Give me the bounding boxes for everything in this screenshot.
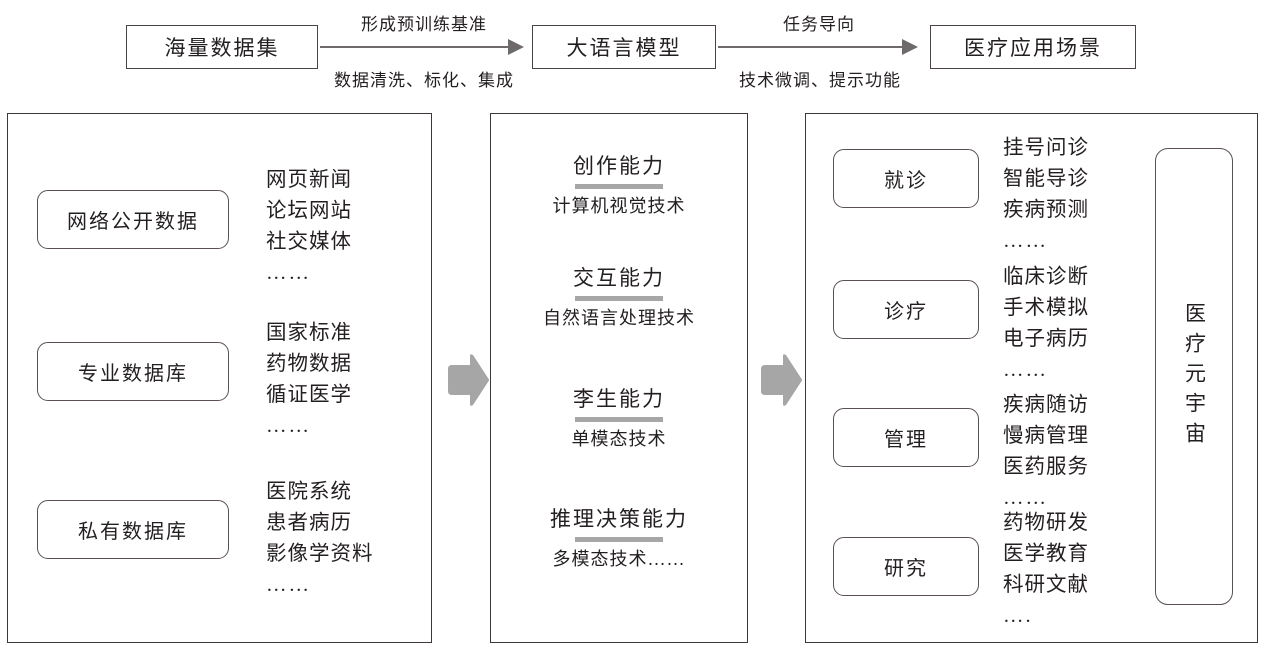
list-item: 患者病历 bbox=[266, 512, 352, 534]
ellipsis: …… bbox=[266, 262, 311, 284]
data-source-capsule-web: 网络公开数据 bbox=[37, 190, 229, 249]
list-item: 疾病随访 bbox=[1003, 394, 1089, 416]
data-source-capsule-web-label: 网络公开数据 bbox=[67, 211, 199, 233]
capabilities-panel bbox=[490, 113, 748, 643]
list-item: 循证医学 bbox=[266, 384, 352, 406]
list-item: 国家标准 bbox=[266, 322, 352, 344]
connector-2-line bbox=[718, 46, 904, 48]
list-item: 医学教育 bbox=[1003, 543, 1089, 565]
connector-2-label-below: 技术微调、提示功能 bbox=[739, 71, 901, 90]
data-source-capsule-professional-label: 专业数据库 bbox=[78, 363, 188, 385]
metaverse-label: 医疗元宇宙 bbox=[1182, 301, 1207, 452]
block-arrow-2 bbox=[761, 354, 802, 406]
scenario-capsule-diagnosis-label: 诊疗 bbox=[884, 301, 928, 323]
data-source-capsule-private-label: 私有数据库 bbox=[78, 521, 188, 543]
connector-1-label-above: 形成预训练基准 bbox=[361, 15, 487, 34]
capability-tech: 单模态技术 bbox=[571, 428, 667, 449]
list-item: 电子病历 bbox=[1003, 328, 1089, 350]
data-source-items-private: 医院系统 患者病历 影像学资料 …… bbox=[266, 477, 374, 601]
scenario-items-visit: 挂号问诊 智能导诊 疾病预测 …… bbox=[1003, 133, 1089, 257]
capability-rule bbox=[575, 537, 663, 542]
connector-1-line bbox=[320, 46, 510, 48]
flow-node-dataset: 海量数据集 bbox=[126, 25, 318, 69]
scenario-capsule-visit-label: 就诊 bbox=[884, 170, 928, 192]
capability-tech: 多模态技术…… bbox=[552, 548, 686, 569]
capability-tech: 计算机视觉技术 bbox=[552, 195, 686, 216]
capability-title: 推理决策能力 bbox=[550, 507, 688, 531]
list-item: 慢病管理 bbox=[1003, 425, 1089, 447]
scenario-items-management: 疾病随访 慢病管理 医药服务 …… bbox=[1003, 390, 1089, 514]
data-source-capsule-private: 私有数据库 bbox=[37, 500, 229, 559]
ellipsis: …… bbox=[1003, 230, 1048, 252]
capability-title: 交互能力 bbox=[573, 266, 665, 290]
list-item: 论坛网站 bbox=[266, 200, 352, 222]
capability-block-interaction: 交互能力 自然语言处理技术 bbox=[490, 264, 748, 330]
list-item: 药物数据 bbox=[266, 353, 352, 375]
capability-title: 创作能力 bbox=[573, 154, 665, 178]
scenario-items-diagnosis: 临床诊断 手术模拟 电子病历 …… bbox=[1003, 262, 1089, 386]
ellipsis: …… bbox=[266, 574, 311, 596]
flow-node-dataset-label: 海量数据集 bbox=[164, 36, 280, 60]
list-item: 医药服务 bbox=[1003, 456, 1089, 478]
ellipsis: …… bbox=[1003, 359, 1048, 381]
scenario-capsule-management-label: 管理 bbox=[884, 429, 928, 451]
scenario-capsule-diagnosis: 诊疗 bbox=[833, 280, 979, 339]
list-item: 影像学资料 bbox=[266, 543, 374, 565]
connector-2-label-above: 任务导向 bbox=[783, 15, 855, 34]
list-item: 挂号问诊 bbox=[1003, 137, 1089, 159]
flow-node-llm-label: 大语言模型 bbox=[566, 36, 682, 60]
list-item: 临床诊断 bbox=[1003, 266, 1089, 288]
scenario-capsule-research: 研究 bbox=[833, 537, 979, 596]
flow-node-medical-scenarios-label: 医疗应用场景 bbox=[964, 36, 1102, 60]
list-item: 医院系统 bbox=[266, 481, 352, 503]
flow-node-medical-scenarios: 医疗应用场景 bbox=[930, 25, 1136, 69]
scenario-capsule-visit: 就诊 bbox=[833, 149, 979, 208]
list-item: 药物研发 bbox=[1003, 512, 1089, 534]
capability-block-twin: 李生能力 单模态技术 bbox=[490, 385, 748, 451]
capability-rule bbox=[575, 296, 663, 301]
list-item: 社交媒体 bbox=[266, 231, 352, 253]
scenario-capsule-research-label: 研究 bbox=[884, 558, 928, 580]
connector-1-arrowhead bbox=[508, 39, 524, 55]
ellipsis: …. bbox=[1003, 605, 1033, 627]
list-item: 网页新闻 bbox=[266, 169, 352, 191]
capability-block-creation: 创作能力 计算机视觉技术 bbox=[490, 152, 748, 218]
connector-1-label-below: 数据清洗、标化、集成 bbox=[334, 71, 514, 90]
connector-2-arrowhead bbox=[902, 39, 918, 55]
capability-rule bbox=[575, 417, 663, 422]
data-source-items-web: 网页新闻 论坛网站 社交媒体 …… bbox=[266, 165, 352, 289]
scenario-items-research: 药物研发 医学教育 科研文献 …. bbox=[1003, 508, 1089, 632]
list-item: 智能导诊 bbox=[1003, 168, 1089, 190]
flow-node-llm: 大语言模型 bbox=[532, 25, 716, 69]
scenario-capsule-management: 管理 bbox=[833, 408, 979, 467]
list-item: 疾病预测 bbox=[1003, 199, 1089, 221]
capability-title: 李生能力 bbox=[573, 387, 665, 411]
ellipsis: …… bbox=[1003, 487, 1048, 509]
block-arrow-1 bbox=[448, 354, 489, 406]
ellipsis: …… bbox=[266, 415, 311, 437]
data-source-capsule-professional: 专业数据库 bbox=[37, 342, 229, 401]
capability-rule bbox=[575, 184, 663, 189]
list-item: 科研文献 bbox=[1003, 574, 1089, 596]
metaverse-box: 医疗元宇宙 bbox=[1155, 148, 1233, 605]
data-source-items-professional: 国家标准 药物数据 循证医学 …… bbox=[266, 318, 352, 442]
list-item: 手术模拟 bbox=[1003, 297, 1089, 319]
capability-block-reasoning: 推理决策能力 多模态技术…… bbox=[490, 505, 748, 571]
capability-tech: 自然语言处理技术 bbox=[543, 307, 695, 328]
